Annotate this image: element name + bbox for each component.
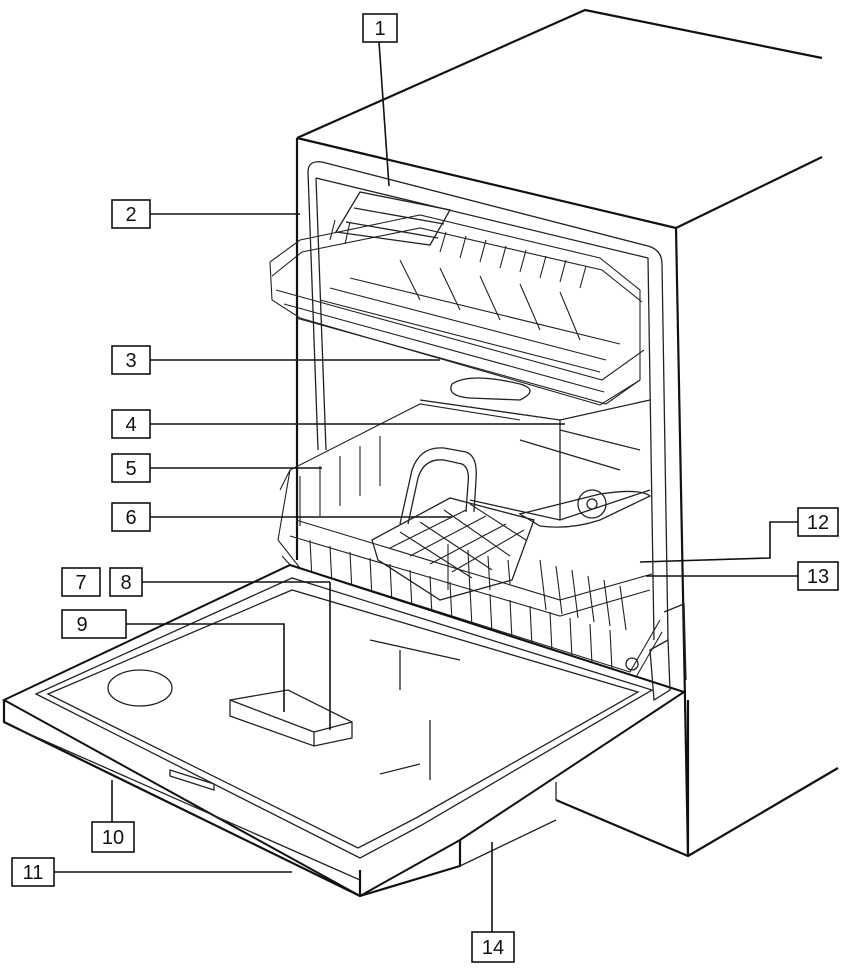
door bbox=[1, 563, 687, 898]
svg-text:12: 12 bbox=[807, 512, 829, 534]
callout-12: 12 bbox=[797, 507, 839, 537]
callout-14: 14 bbox=[471, 931, 515, 963]
callout-7: 7 bbox=[61, 567, 101, 597]
callout-10: 10 bbox=[91, 821, 135, 853]
cabinet bbox=[295, 8, 839, 858]
callouts: 1 2 3 4 5 6 7 8 bbox=[11, 13, 839, 963]
leader-1 bbox=[378, 41, 390, 187]
svg-text:10: 10 bbox=[102, 827, 124, 849]
svg-text:2: 2 bbox=[125, 204, 136, 226]
callout-6: 6 bbox=[111, 502, 151, 532]
callout-2: 2 bbox=[111, 199, 151, 229]
leader-9 bbox=[126, 623, 285, 712]
svg-text:9: 9 bbox=[76, 614, 87, 636]
callout-1: 1 bbox=[362, 13, 398, 43]
callout-9: 9 bbox=[61, 609, 127, 639]
svg-text:7: 7 bbox=[75, 572, 86, 594]
leader-12 bbox=[639, 521, 798, 563]
upper-rack bbox=[269, 191, 645, 406]
callout-13: 13 bbox=[797, 561, 839, 591]
leader-lines bbox=[54, 41, 798, 932]
svg-text:14: 14 bbox=[482, 937, 504, 959]
svg-text:5: 5 bbox=[125, 458, 136, 480]
callout-5: 5 bbox=[111, 453, 151, 483]
svg-text:6: 6 bbox=[125, 507, 136, 529]
svg-text:3: 3 bbox=[125, 350, 136, 372]
svg-text:4: 4 bbox=[125, 414, 136, 436]
tub bbox=[307, 161, 669, 641]
callout-8: 8 bbox=[109, 567, 143, 597]
svg-text:11: 11 bbox=[23, 862, 44, 884]
svg-text:8: 8 bbox=[120, 572, 131, 594]
svg-text:13: 13 bbox=[807, 566, 829, 588]
svg-text:1: 1 bbox=[374, 18, 385, 40]
lower-rack bbox=[277, 403, 663, 685]
cutlery-basket bbox=[371, 447, 535, 601]
callout-3: 3 bbox=[111, 345, 151, 375]
callout-11: 11 bbox=[11, 857, 55, 887]
callout-4: 4 bbox=[111, 409, 151, 439]
